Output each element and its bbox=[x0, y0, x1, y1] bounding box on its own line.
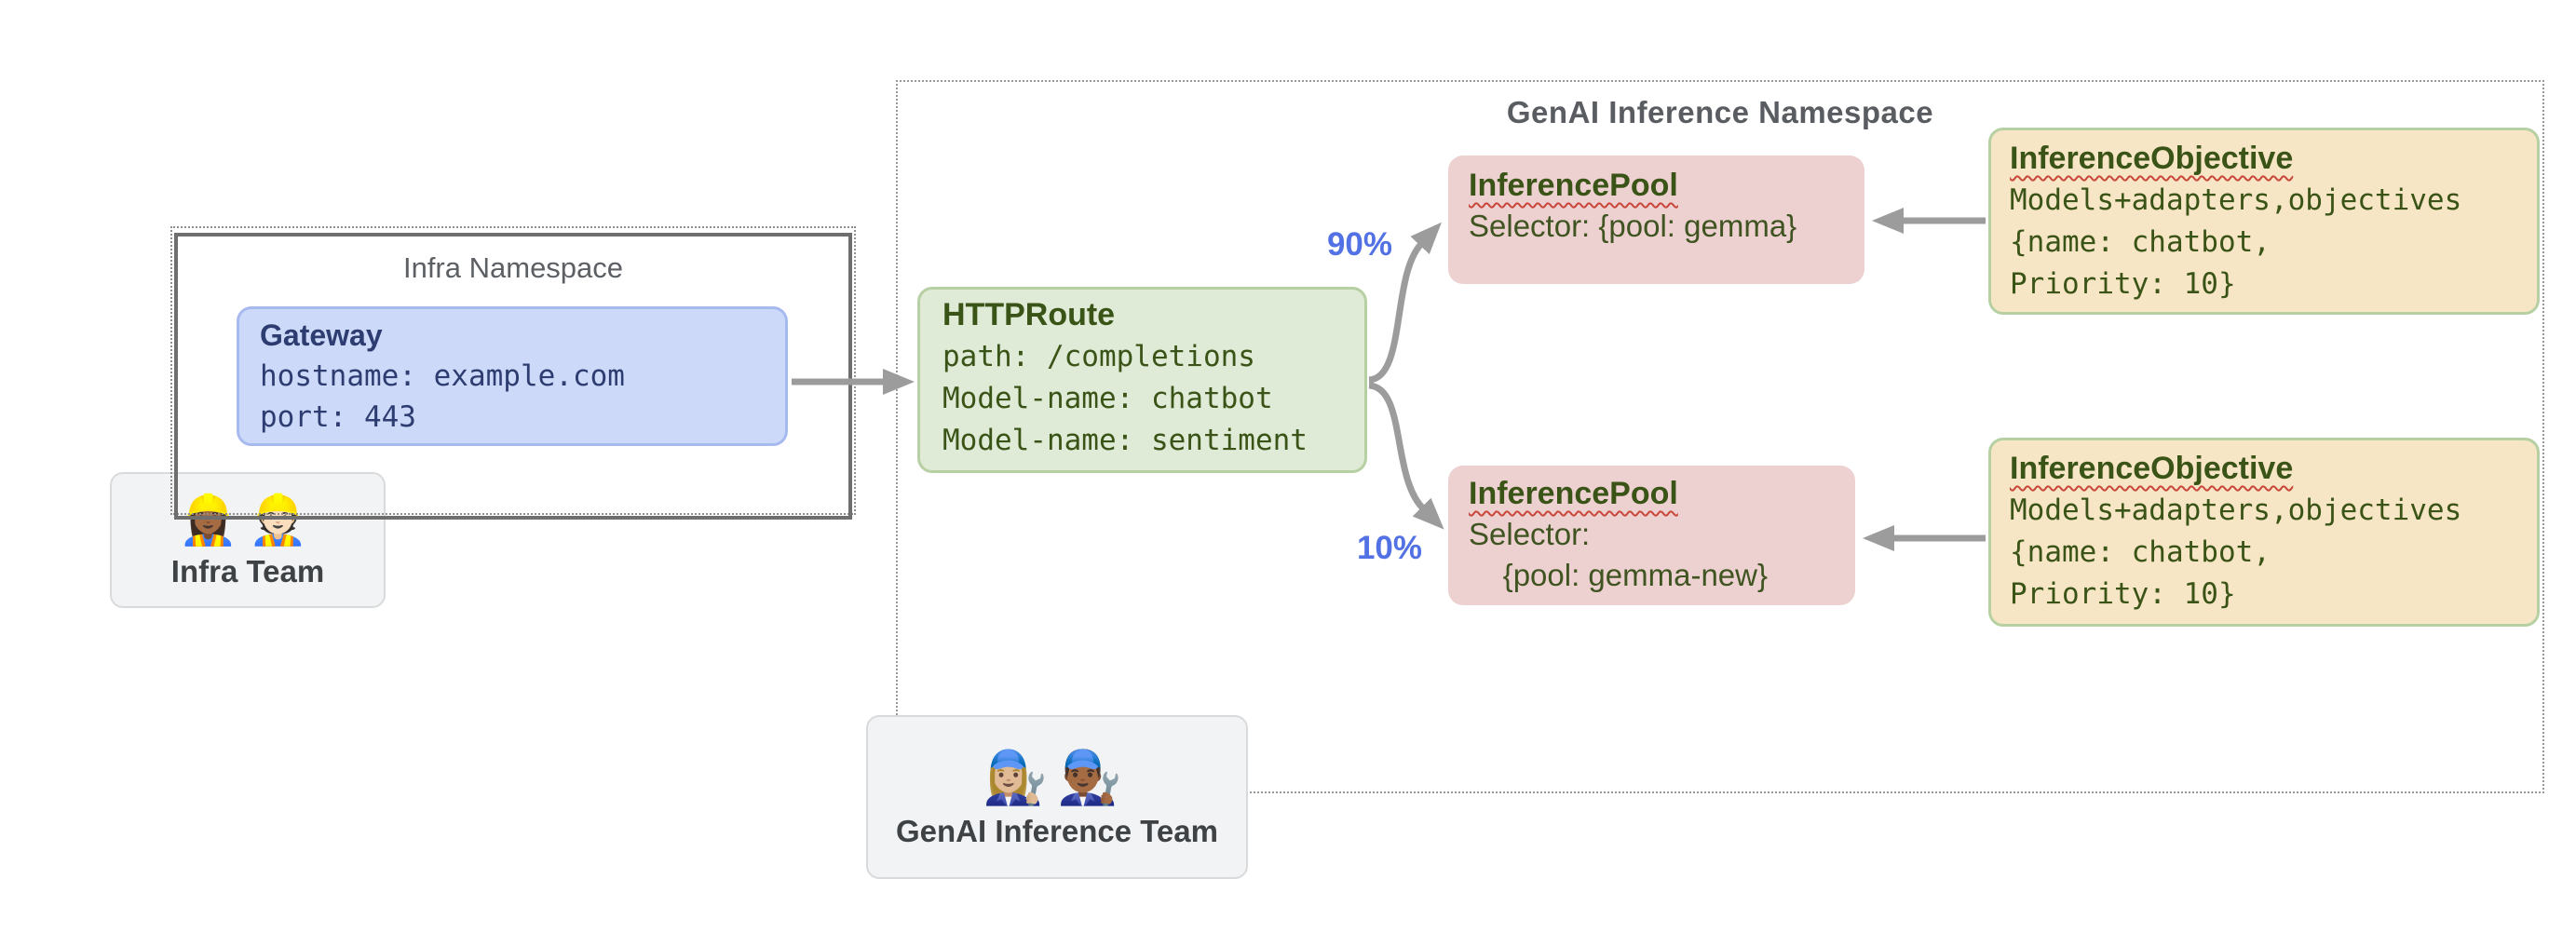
inference-objective-title: InferenceObjective bbox=[2010, 141, 2294, 176]
httproute-box: HTTPRoute path: /completions Model-name:… bbox=[917, 287, 1367, 473]
inference-pool-title: InferencePool bbox=[1469, 476, 1678, 511]
inference-objective-bottom-box: InferenceObjective Models+adapters,objec… bbox=[1988, 438, 2540, 627]
genai-inference-team-card: 👩🏼‍🔧👨🏾‍🔧 GenAI Inference Team bbox=[866, 715, 1248, 879]
infra-team-card: 👷🏾‍♀️👷🏻 Infra Team bbox=[110, 472, 386, 608]
inference-pool-gemma-box: InferencePool Selector: {pool: gemma} bbox=[1448, 156, 1864, 284]
inference-objective-top-box: InferenceObjective Models+adapters,objec… bbox=[1988, 128, 2540, 315]
gateway-hostname: hostname: example.com bbox=[260, 359, 625, 393]
inference-pool-selector-value: {pool: gemma-new} bbox=[1469, 558, 1769, 592]
httproute-model-chatbot: Model-name: chatbot bbox=[942, 382, 1273, 415]
inference-objective-priority: Priority: 10} bbox=[2010, 577, 2236, 611]
inference-objective-name: {name: chatbot, bbox=[2010, 535, 2271, 569]
genai-inference-team-label: GenAI Inference Team bbox=[895, 814, 1218, 848]
inference-pool-selector: Selector: bbox=[1469, 517, 1591, 551]
httproute-title: HTTPRoute bbox=[942, 297, 1116, 332]
traffic-split-90-label: 90% bbox=[1326, 226, 1393, 263]
inference-pool-title: InferencePool bbox=[1469, 168, 1678, 203]
mechanic-emoji-pair: 👩🏼‍🔧👨🏾‍🔧 bbox=[983, 748, 1132, 806]
httproute-path: path: /completions bbox=[942, 340, 1255, 373]
inference-objective-name: {name: chatbot, bbox=[2010, 225, 2271, 259]
genai-inference-namespace-container: GenAI Inference Namespace bbox=[896, 80, 2544, 793]
infra-namespace-title: Infra Namespace bbox=[402, 251, 624, 284]
inference-objective-title: InferenceObjective bbox=[2010, 451, 2294, 486]
construction-worker-emoji-pair: 👷🏾‍♀️👷🏻 bbox=[178, 494, 318, 548]
inference-pool-selector: Selector: {pool: gemma} bbox=[1469, 209, 1797, 243]
inference-objective-models: Models+adapters,objectives bbox=[2010, 183, 2462, 217]
gateway-port: port: 443 bbox=[260, 400, 416, 434]
genai-inference-namespace-title: GenAI Inference Namespace bbox=[1506, 95, 1934, 129]
traffic-split-10-label: 10% bbox=[1356, 530, 1423, 566]
infra-team-label: Infra Team bbox=[170, 554, 325, 588]
infra-namespace-container: Infra Namespace bbox=[174, 233, 852, 520]
gateway-title: Gateway bbox=[260, 318, 383, 352]
gateway-box: Gateway hostname: example.com port: 443 bbox=[237, 306, 788, 446]
inference-pool-gemma-new-box: InferencePool Selector: {pool: gemma-new… bbox=[1448, 466, 1855, 605]
inference-objective-priority: Priority: 10} bbox=[2010, 267, 2236, 301]
inference-objective-models: Models+adapters,objectives bbox=[2010, 494, 2462, 527]
httproute-model-sentiment: Model-name: sentiment bbox=[942, 424, 1308, 457]
